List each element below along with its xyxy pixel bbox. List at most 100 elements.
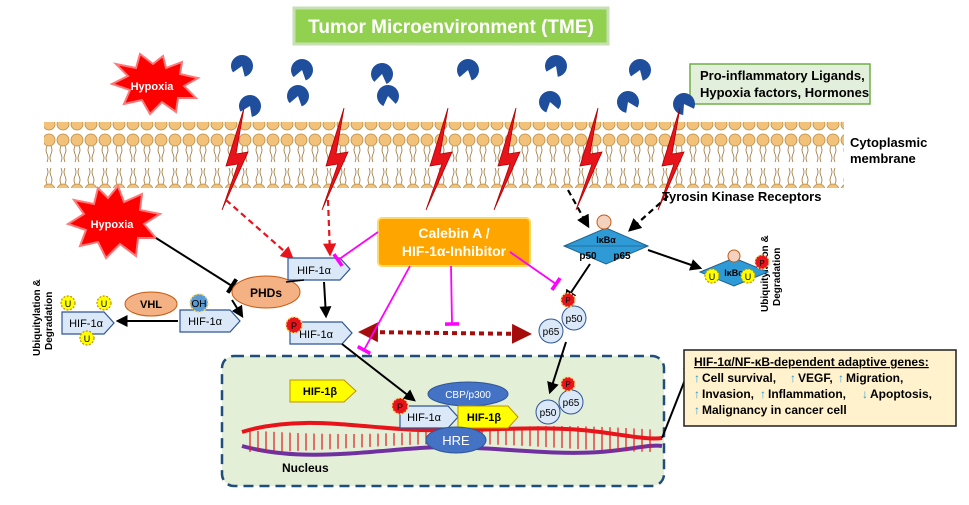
inhibit-hif1a-line [332,231,379,267]
ubiquitin-label: U [65,299,72,309]
up-arrow-icon: ↑ [790,371,796,385]
inhibitor-label-2: HIF-1α-Inhibitor [402,243,507,259]
ligand-icon [617,91,639,113]
hre: HRE [425,426,487,454]
vhl-label: VHL [140,299,162,311]
ubiquitin-icon [740,268,756,284]
ubiquitin-label: U [709,272,716,282]
ligand-icon [545,55,567,77]
hif1b-free-label: HIF-1β [303,386,338,398]
inhibit-crosstalk-line [444,265,460,326]
nfkb-complex: IκBα p50 p65 [562,214,650,265]
hre-label: HRE [442,433,470,448]
ligand-box: Pro-inflammatory Ligands, Hypoxia factor… [689,63,871,105]
gene-inflammation: Inflammation, [768,387,846,401]
hif1a-nuclear-translocation [341,343,416,402]
hypoxia-inhibits-phds [155,237,238,294]
ubiquitin-group-left: U U U [60,295,112,346]
p65-label-cyto: p65 [543,327,560,338]
degradation-left-2: Degradation [44,292,55,350]
ubiquitin-icon [96,295,112,311]
p50-p65-nucleus: p50 p65 P [535,376,584,425]
ligands [231,55,695,117]
inhibit-nfkb-line [509,251,562,291]
degradation-right: Ubiquitylation & Degradation [760,235,783,312]
receptor-to-hif1a-arrow-2 [323,199,337,257]
hypoxia-label-left: Hypoxia [91,219,135,231]
hif1b-free: HIF-1β [289,379,357,403]
adaptive-genes-box: HIF-1α/NF-κB-dependent adaptive genes: ↑… [683,349,957,427]
receptor-to-nfkb-arrow-1 [567,189,590,229]
page-title: Tumor Microenvironment (TME) [308,17,594,38]
hypoxia-star-top: Hypoxia [109,52,201,116]
vhl: VHL [124,291,178,317]
receptor-bolt-icon [493,107,521,211]
hif1b-nuc-label: HIF-1β [467,412,502,424]
ligand-icon [231,55,253,77]
membrane-label-1: Cytoplasmic [850,135,927,150]
p65-label-complex: p65 [613,251,631,262]
hypoxia-star-left: Hypoxia [65,184,163,260]
ligand-icon [377,85,399,107]
ikba-degraded-label: IκBα [724,268,744,278]
gene-apoptosis: Apoptosis, [870,387,932,401]
receptor-bolt-icon [657,107,685,211]
ligand-icon [371,63,393,85]
hif1a-to-phospho-arrow [319,281,332,319]
phds-to-hydroxylated-arrow [231,299,244,319]
phosphate-icon [754,254,770,270]
p-label-nuc: P [397,402,403,412]
p-label-hif: P [291,321,297,331]
gene-invasion: Invasion, [702,387,754,401]
nucleus-label: Nucleus [282,461,329,475]
cbp-p300: CBP/p300 [427,381,509,407]
ubiquitin-icon [704,268,720,284]
nfkb-nuclear-translocation [547,341,567,395]
degradation-left-1: Ubiquitylation & [32,279,43,356]
hif1a-p-label: HIF-1α [299,329,334,341]
degradation-right-2: Degradation [772,248,783,306]
gene-cell-survival: Cell survival, [702,371,776,385]
ligand-icon [457,59,479,81]
gene-migration: Migration, [846,371,903,385]
genes-title: HIF-1α/NF-κB-dependent adaptive genes: [694,355,929,369]
up-arrow-icon: ↑ [694,371,700,385]
ubiquitin-label: U [101,299,108,309]
oh-label: OH [192,299,207,310]
receptor-bolt-icon [221,107,249,211]
hif1a-cytoplasm: HIF-1α [287,257,351,281]
hif1a-hydroxylated: HIF-1α OH [179,293,241,333]
ligand-icon [629,59,651,81]
receptor-bolt-icon [575,107,603,211]
hif1a-nuc-label: HIF-1α [407,412,442,424]
hif1a-label: HIF-1α [297,265,332,277]
ligand-icon [239,95,261,117]
hif-complex: HIF-1α HIF-1β P [391,397,519,429]
p-label-nfkb-nuc: P [565,380,570,389]
receptor-to-hif1a-arrow-1 [225,199,294,260]
ubiquitin-label: U [745,272,752,282]
hif1a-phosphorylated: HIF-1α P [285,316,353,345]
p50-label-complex: p50 [579,251,597,262]
ligand-label-1: Pro-inflammatory Ligands, [700,68,865,83]
gene-malignancy: Malignancy in cancer cell [702,403,847,417]
ubiquitin-icon [60,295,76,311]
p50-label-nuc: p50 [540,408,557,419]
up-arrow-icon: ↑ [760,387,766,401]
ligand-icon [291,59,313,81]
ubiquitin-label: U [84,334,91,344]
gene-vegf: VEGF, [798,371,833,385]
receptor-label: Tyrosin Kinase Receptors [662,189,821,204]
hif1a-ub-label: HIF-1α [69,318,104,330]
phds: PHDs [231,275,301,309]
p65-label-nuc: p65 [563,398,580,409]
p-label-degraded: P [759,259,764,268]
ligand-icon [673,93,695,115]
degradation-right-1: Ubiquitylation & [760,235,771,312]
ligand-icon [539,91,561,113]
ubiquitin-icon [79,330,95,346]
hif1a-to-phds-line [285,279,305,283]
hypoxia-label-top: Hypoxia [131,81,175,93]
hif1a-oh-label: HIF-1α [188,316,223,328]
